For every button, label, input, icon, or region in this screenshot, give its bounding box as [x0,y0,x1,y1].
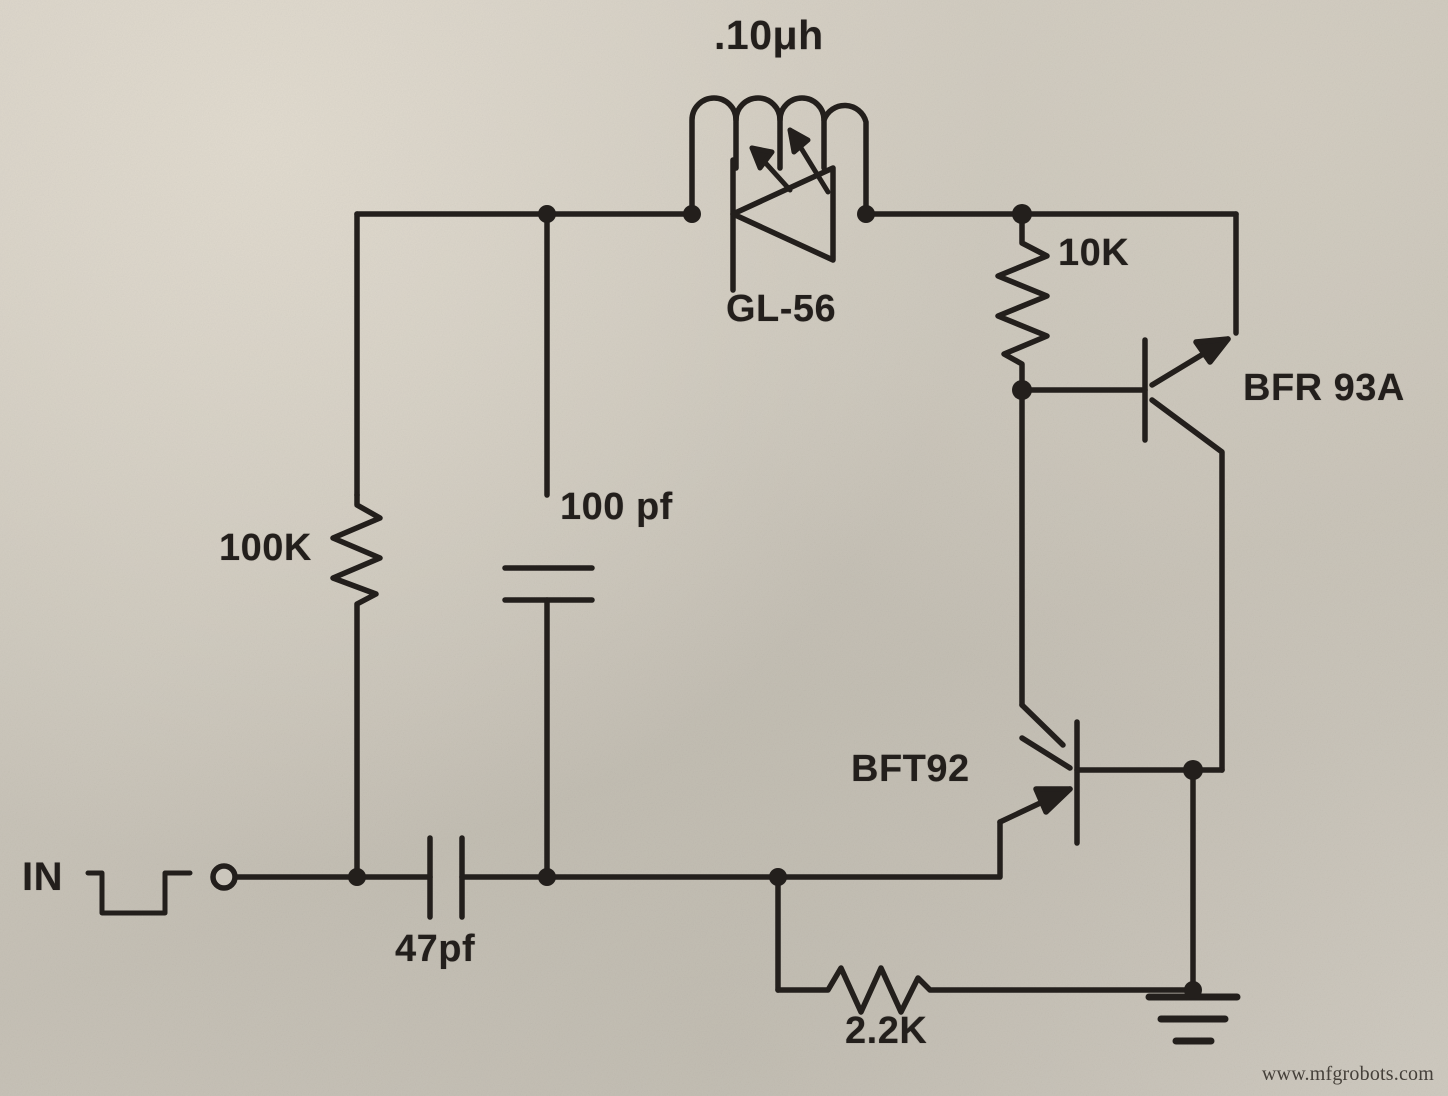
junction-input-rail-100k [348,868,366,886]
inductor-coil-arc-3 [777,95,827,171]
led-light-arrows [749,127,831,195]
junction-q2-emitter-bus [1183,760,1203,780]
junction-ground [1184,981,1202,999]
led-arrow-head-1 [749,145,775,171]
junction-10k-bottom [1012,380,1032,400]
resistor-100k-body [330,492,383,880]
led-anode-triangle [730,165,836,263]
label-led-gl56: GL-56 [726,288,837,330]
q1-collector-lead [1149,397,1225,773]
label-inductor: .10μh [714,12,824,58]
junction-dots [348,204,1203,999]
resistor-2k2-body [775,965,1196,1015]
junction-inductor-right [857,205,875,223]
junction-input-rail-2k2 [769,868,787,886]
resistor-10k-body [995,211,1050,393]
junction-input-rail-100pf [538,868,556,886]
junction-inductor-left [683,205,701,223]
wire-q2-collector-lead [1019,702,1066,748]
label-capacitor-100pf: 100 pf [560,486,673,528]
junction-top-rail-10k [1012,204,1032,224]
label-input-terminal: IN [22,855,63,899]
label-transistor-bfr93a: BFR 93A [1243,367,1405,409]
led-arrow-head-2 [787,127,811,155]
inductor-coil-arc-4 [821,102,869,217]
input-pulse-waveform-icon [85,870,193,916]
label-resistor-10k: 10K [1058,232,1130,274]
site-watermark: www.mfgrobots.com [1261,1063,1434,1085]
junction-top-rail-100pf [538,205,556,223]
label-resistor-2k2: 2.2K [845,1010,928,1052]
input-terminal-circle [210,863,238,891]
q1-emitter-arrow-head [1193,336,1231,365]
inductor-coil-arc-1 [689,95,739,217]
label-resistor-100k: 100K [219,527,312,569]
label-capacitor-47pf: 47pf [395,928,476,970]
label-transistor-bft92: BFT92 [851,748,970,790]
q2-emitter-arrow-head [1033,786,1073,815]
wire-q2-emitter-to-signal-rail [775,819,1003,880]
q2-collector-diag [1019,735,1073,771]
